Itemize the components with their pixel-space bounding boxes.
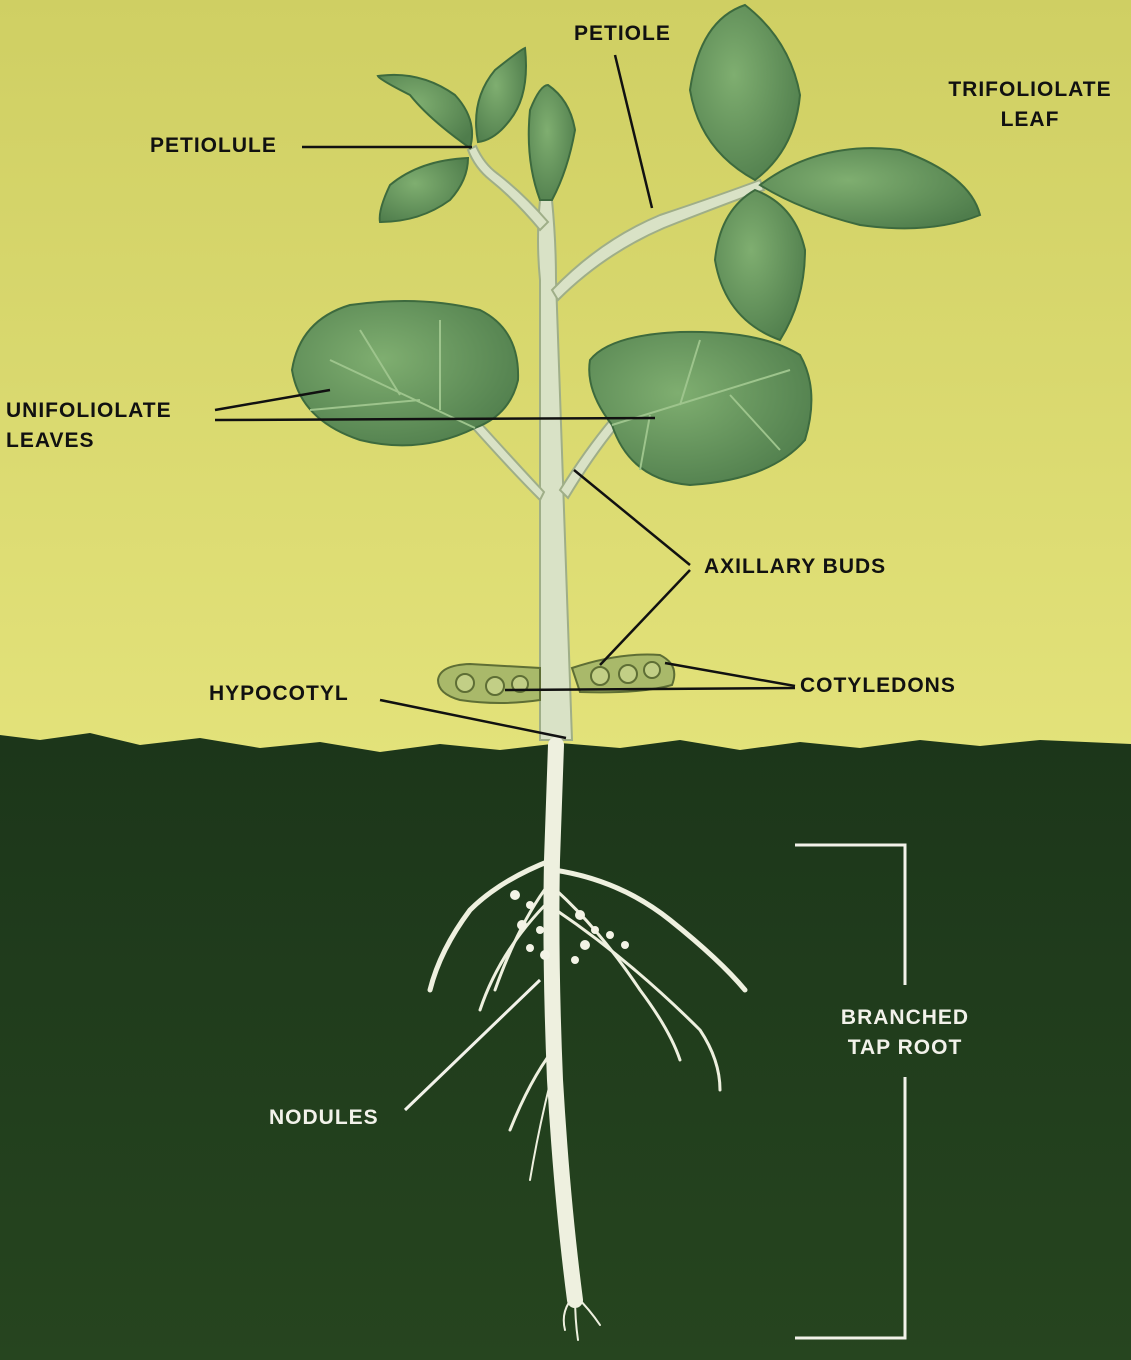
label-taproot-line1: BRANCHED: [810, 1003, 1000, 1033]
label-unifoliolate-line1: UNIFOLIOLATE: [6, 396, 172, 426]
label-hypocotyl: HYPOCOTYL: [209, 679, 349, 709]
label-unifoliolate-leaves: UNIFOLIOLATE LEAVES: [6, 396, 172, 456]
unifoliolate-leaf-left: [292, 301, 518, 445]
label-taproot-line2: TAP ROOT: [810, 1033, 1000, 1063]
label-unifoliolate-line2: LEAVES: [6, 426, 172, 456]
label-cotyledons: COTYLEDONS: [800, 671, 956, 701]
label-trifoliolate-line1: TRIFOLIOLATE: [930, 75, 1130, 105]
label-axillary-buds: AXILLARY BUDS: [704, 552, 886, 582]
label-trifoliolate-line2: LEAF: [930, 105, 1130, 135]
label-petiole: PETIOLE: [574, 19, 671, 49]
label-petiolule: PETIOLULE: [150, 131, 277, 161]
label-trifoliolate-leaf: TRIFOLIOLATE LEAF: [930, 75, 1130, 135]
label-nodules: NODULES: [269, 1103, 379, 1133]
label-branched-tap-root: BRANCHED TAP ROOT: [810, 1003, 1000, 1063]
